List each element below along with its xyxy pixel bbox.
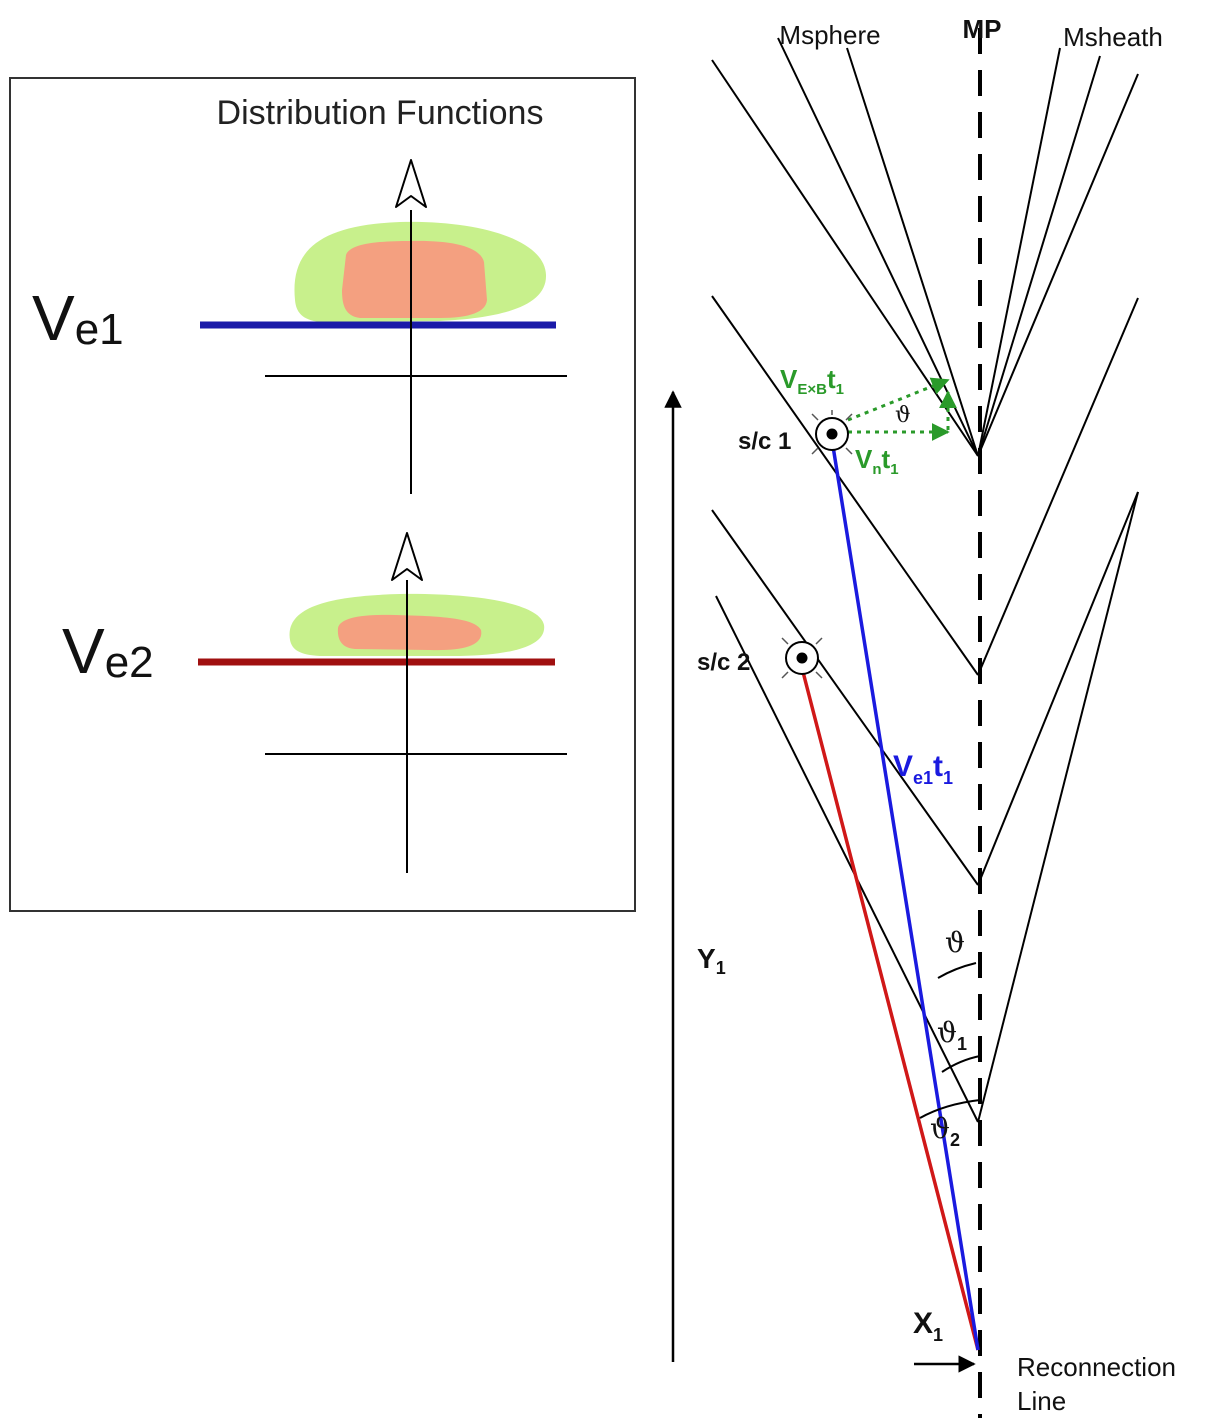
theta1-angle-label: ϑ1 bbox=[937, 1016, 967, 1054]
ve2-label: Ve2 bbox=[62, 615, 154, 687]
ve1-label: Ve1 bbox=[32, 282, 124, 354]
vexb-label: VE×Bt1 bbox=[780, 364, 844, 398]
y1-label: Y1 bbox=[697, 943, 726, 978]
sc2-label: s/c 2 bbox=[697, 649, 750, 676]
sc1-label: s/c 1 bbox=[738, 428, 791, 455]
angle-arcs bbox=[919, 962, 981, 1119]
ve1t1-label: Ve1t1 bbox=[893, 750, 953, 788]
x1-label: X1 bbox=[913, 1307, 943, 1345]
green-theta-label: ϑ bbox=[895, 403, 911, 428]
panel-frame bbox=[9, 77, 636, 912]
ve2-arrowhead-icon bbox=[391, 532, 423, 581]
distribution-panel: Distribution Functions Ve1 Ve2 bbox=[9, 77, 636, 912]
ve1-inner-blob bbox=[342, 240, 487, 318]
ve2-inner-blob bbox=[337, 614, 482, 651]
theta-angle-label: ϑ bbox=[945, 926, 965, 959]
ve2-distribution: Ve2 bbox=[62, 532, 567, 873]
sc1-trajectory bbox=[830, 439, 980, 1351]
ve1-arrowhead-icon bbox=[395, 159, 427, 208]
msheath-label: Msheath bbox=[1063, 22, 1163, 52]
field-lines bbox=[711, 37, 1139, 1123]
vn-label: Vnt1 bbox=[855, 444, 899, 478]
mp-label: MP bbox=[963, 14, 1002, 44]
green-vectors: ϑ VE×Bt1 Vnt1 bbox=[780, 364, 957, 478]
spacecraft-2: s/c 2 bbox=[697, 637, 823, 679]
msphere-label: Msphere bbox=[779, 20, 880, 50]
spacecraft-1: s/c 1 bbox=[738, 410, 853, 455]
sc2-trajectory bbox=[800, 667, 980, 1351]
theta2-angle-label: ϑ2 bbox=[930, 1112, 960, 1150]
ve1-distribution: Ve1 bbox=[32, 159, 567, 494]
panel-title: Distribution Functions bbox=[217, 94, 544, 132]
reconnection-line-label: Reconnection Line bbox=[1017, 1352, 1183, 1416]
